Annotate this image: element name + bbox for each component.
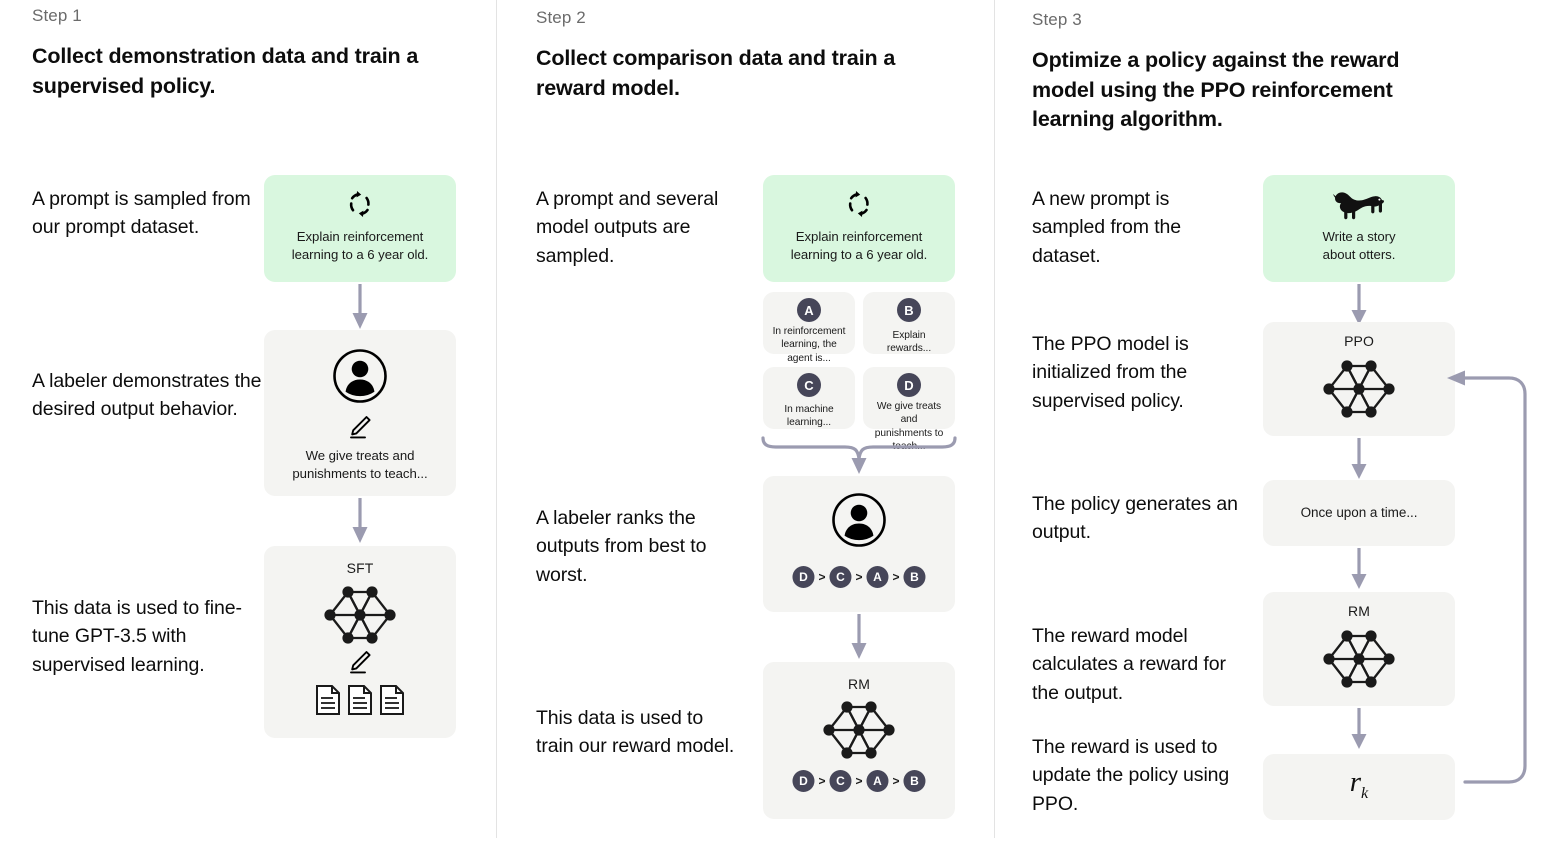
step-2-option-card-c[interactable]: C In machine learning... <box>763 367 855 429</box>
option-badge-b: B <box>897 298 921 322</box>
arrow-down-icon <box>348 284 372 330</box>
step-1-caption-2: A labeler demonstrates the desired outpu… <box>32 370 262 421</box>
otter-icon <box>1333 191 1385 221</box>
step-1-labeler-text: We give treats and punishments to teach.… <box>292 448 428 481</box>
step-1-sft-label: SFT <box>346 560 374 576</box>
step-3-kicker: Step 3 <box>1032 10 1082 29</box>
rank-separator: > <box>818 774 826 788</box>
step-2-column: Step 2 Collect comparison data and train… <box>497 0 994 865</box>
rank-chip-3: A <box>866 770 889 792</box>
step-2-kicker: Step 2 <box>536 8 586 27</box>
step-3-caption-3: The policy generates an output. <box>1032 493 1238 544</box>
step-2-option-card-b[interactable]: B Explain rewards... <box>863 292 955 354</box>
step-2-prompt-box[interactable]: Explain reinforcement learning to a 6 ye… <box>763 175 955 282</box>
rank-chip-2: C <box>829 770 852 792</box>
step-2-caption-3: This data is used to train our reward mo… <box>536 707 735 758</box>
rank-separator: > <box>892 570 900 584</box>
step-1-column: Step 1 Collect demonstration data and tr… <box>0 0 496 865</box>
document-icon-group <box>314 684 406 716</box>
step-2-caption-2: A labeler ranks the outputs from best to… <box>536 507 707 586</box>
arrow-down-icon <box>1347 284 1371 326</box>
neural-network-icon <box>318 582 402 648</box>
step-1-labeler-box[interactable]: We give treats and punishments to teach.… <box>264 330 456 496</box>
rank-separator: > <box>855 774 863 788</box>
step-1-prompt-text: Explain reinforcement learning to a 6 ye… <box>291 229 429 262</box>
neural-network-icon <box>817 697 901 763</box>
pencil-icon <box>347 414 373 440</box>
option-text-c: In machine learning... <box>784 404 834 429</box>
step-2-option-card-d[interactable]: D We give treats and punishments to teac… <box>863 367 955 452</box>
brace-arrow-down-icon <box>759 432 959 476</box>
column-divider-2 <box>994 0 995 838</box>
step-3-caption-1: A new prompt is sampled from the dataset… <box>1032 188 1182 267</box>
neural-network-icon <box>1317 356 1401 422</box>
feedback-loop-arrow-icon <box>1435 366 1545 796</box>
step-2-title: Collect comparison data and train a rewa… <box>536 46 896 100</box>
step-2-rm-ranking-row: D > C > A > B <box>792 770 926 792</box>
person-circle-icon <box>831 492 887 548</box>
arrow-down-icon <box>1347 438 1371 480</box>
step-2-option-card-a[interactable]: A In reinforcement learning, the agent i… <box>763 292 855 364</box>
step-1-sft-box[interactable]: SFT <box>264 546 456 738</box>
step-1-title: Collect demonstration data and train a s… <box>32 44 419 98</box>
arrow-down-icon <box>847 614 871 660</box>
step-2-prompt-text: Explain reinforcement learning to a 6 ye… <box>790 229 928 262</box>
step-3-prompt-text: Write a story about otters. <box>1322 229 1396 262</box>
reward-symbol: rk <box>1263 766 1455 803</box>
document-icon <box>380 685 404 715</box>
step-3-rm-box[interactable]: RM <box>1263 592 1455 706</box>
neural-network-icon <box>1317 626 1401 692</box>
rank-chip-3: A <box>866 566 889 588</box>
rank-chip-2: C <box>829 566 852 588</box>
step-2-rank-box[interactable]: D > C > A > B <box>763 476 955 612</box>
step-3-reward-box[interactable]: rk <box>1263 754 1455 820</box>
step-1-caption-1: A prompt is sampled from our prompt data… <box>32 188 251 239</box>
pencil-icon <box>347 649 373 675</box>
arrow-down-icon <box>1347 708 1371 750</box>
option-text-a: In reinforcement learning, the agent is.… <box>772 326 846 364</box>
refresh-loop-icon <box>844 189 874 219</box>
refresh-loop-icon <box>345 189 375 219</box>
rank-separator: > <box>855 570 863 584</box>
rank-chip-1: D <box>792 770 815 792</box>
rank-chip-1: D <box>792 566 815 588</box>
option-text-b: Explain rewards... <box>886 330 932 355</box>
step-3-caption-2: The PPO model is initialized from the su… <box>1032 333 1189 412</box>
rank-chip-4: B <box>903 770 926 792</box>
step-2-ranking-row: D > C > A > B <box>792 566 926 588</box>
step-3-ppo-box[interactable]: PPO <box>1263 322 1455 436</box>
step-3-ppo-label: PPO <box>1344 333 1374 349</box>
step-3-rm-label: RM <box>1348 603 1370 619</box>
step-2-rm-box[interactable]: RM <box>763 662 955 819</box>
reward-symbol-subscript: k <box>1361 783 1369 802</box>
arrow-down-icon <box>348 498 372 544</box>
person-circle-icon <box>332 348 388 404</box>
step-3-prompt-box[interactable]: Write a story about otters. <box>1263 175 1455 282</box>
step-2-caption-1: A prompt and several model outputs are s… <box>536 188 719 267</box>
step-3-column: Step 3 Optimize a policy against the rew… <box>995 0 1563 865</box>
step-1-caption-3: This data is used to fine-tune GPT-3.5 w… <box>32 597 242 676</box>
step-1-kicker: Step 1 <box>32 6 82 25</box>
column-divider-1 <box>496 0 497 838</box>
document-icon <box>348 685 372 715</box>
rank-separator: > <box>892 774 900 788</box>
option-badge-d: D <box>897 373 921 397</box>
step-3-title: Optimize a policy against the reward mod… <box>1032 48 1400 132</box>
option-badge-a: A <box>797 298 821 322</box>
rank-separator: > <box>818 570 826 584</box>
step-3-caption-4: The reward model calculates a reward for… <box>1032 625 1226 704</box>
reward-symbol-r: r <box>1349 766 1362 798</box>
step-3-caption-5: The reward is used to update the policy … <box>1032 736 1230 815</box>
step-3-output-box[interactable]: Once upon a time... <box>1263 480 1455 546</box>
arrow-down-icon <box>1347 548 1371 590</box>
step-3-output-text: Once upon a time... <box>1300 505 1418 520</box>
option-badge-c: C <box>797 373 821 397</box>
step-2-rm-label: RM <box>848 676 870 692</box>
rank-chip-4: B <box>903 566 926 588</box>
document-icon <box>316 685 340 715</box>
step-1-prompt-box[interactable]: Explain reinforcement learning to a 6 ye… <box>264 175 456 282</box>
